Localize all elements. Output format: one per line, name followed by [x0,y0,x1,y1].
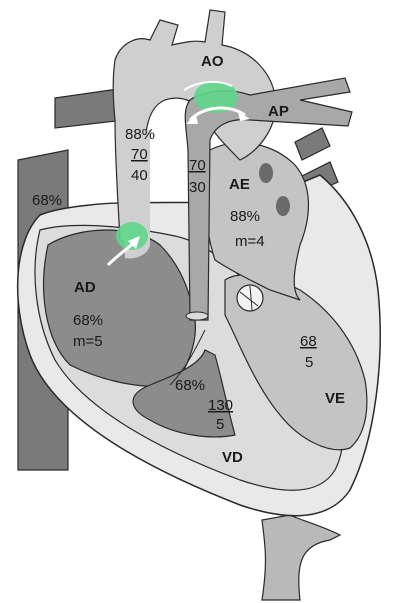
rv-systolic: 130 [208,397,233,414]
lv-systolic: 68 [300,333,317,350]
pa-systolic: 70 [189,157,206,174]
rv-diastolic: 5 [216,416,224,433]
rv-saturation: 68% [175,377,205,394]
label-ad: AD [74,279,96,296]
aorta-saturation: 88% [125,126,155,143]
aorta-diastolic: 40 [131,167,148,184]
lv-diastolic: 5 [305,354,313,371]
pa-diastolic: 30 [189,179,206,196]
la-saturation: 88% [230,208,260,225]
right-pulmonary-vessel-upper [295,128,330,160]
aorta-systolic: 70 [131,146,148,163]
label-ao: AO [201,53,224,70]
label-vd: VD [222,449,243,466]
ra-mean-pressure: m=5 [73,333,103,350]
ra-saturation: 68% [73,312,103,329]
svc-saturation: 68% [32,192,62,209]
la-vein-opening-2 [276,196,290,216]
descending-vessel [262,515,340,600]
label-ae: AE [229,176,250,193]
pulmonary-valve [186,312,208,320]
label-ap: AP [268,103,289,120]
la-mean-pressure: m=4 [235,233,265,250]
la-vein-opening-1 [259,163,273,183]
label-ve: VE [325,390,345,407]
